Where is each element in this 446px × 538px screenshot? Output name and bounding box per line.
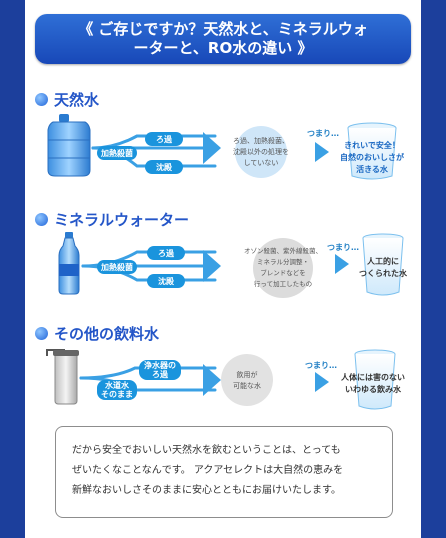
result-label: つまり… [327,243,359,252]
plastic-bottle-icon [58,232,80,295]
process-description: 飲用が 可能な水 [221,370,273,392]
tag-line: 水道水 [105,381,129,390]
section-title: その他の飲料水 [54,324,160,343]
result-line: いわゆる飲み水 [345,385,401,394]
process-line: ブレンドなどを [260,269,306,277]
result-text: 人体には害のない いわゆる飲み水 [331,372,415,396]
tag-line: そのまま [101,390,133,399]
tag-purifier-filtration: 浄水器の ろ過 [139,360,181,380]
result-line: 活きる水 [356,165,388,174]
result-line: 人体には害のない [341,373,405,382]
summary-note: だから安全でおいしい天然水を飲むということは、とっても ぜいたくなことなんです。… [55,426,393,518]
tag-heat-sterilization: 加熱殺菌 [97,260,137,274]
water-glass-icon [354,349,396,410]
big-arrow-head-icon [203,250,221,282]
content-panel: 《 ご存じですか？天然水と、ミネラルウォ ーターと、RO水の違い 》 [25,0,421,538]
process-description: ろ過、加熱殺菌、 沈殿以外の処理を していない [225,136,297,169]
process-line: 飲用が [236,371,258,379]
title-banner: 《 ご存じですか？天然水と、ミネラルウォ ーターと、RO水の違い 》 [35,14,411,64]
tag-tap-water: 水道水 そのまま [97,380,137,400]
water-jug-icon [47,114,91,177]
water-glass-icon [362,233,404,296]
tag-line: 浄水器の [144,361,176,370]
bullet-icon [35,212,48,226]
section-title: 天然水 [54,90,100,109]
section-natural-water: 天然水 ろ過 加熱殺菌 沈殿 ろ過、加熱殺菌、 沈殿以外の処理を していない つ… [25,88,421,188]
section-other-drinking-water: その他の飲料水 浄水器の ろ過 水道水 そのまま 飲用が 可能な水 つまり… 人… [25,322,421,422]
process-circle-icon [221,354,273,406]
bullet-icon [35,92,48,106]
tag-heat-sterilization: 加熱殺菌 [97,146,137,160]
process-line: 沈殿以外の処理を [233,148,289,156]
result-arrow-icon [335,254,349,274]
big-arrow-head-icon [203,364,221,396]
result-label: つまり… [307,129,339,138]
other-water-diagram [46,349,396,410]
bullet-icon [35,326,48,340]
tag-filtration: ろ過 [147,246,185,260]
note-line: だから安全でおいしい天然水を飲むということは、とっても [72,445,341,456]
process-circle-icon [253,238,313,298]
note-line: 新鮮なおいしさそのままに安心とともにお届けいたします。 [72,485,341,496]
process-line: ミネラル分調整・ [257,258,309,266]
process-description: オゾン殺菌、紫外線殺菌、 ミネラル分調整・ ブレンドなどを 行って加工したもの [237,246,329,290]
result-arrow-icon [315,142,329,162]
big-arrow-head-icon [203,132,221,164]
result-line: 人工的に [367,257,399,266]
section-heading: その他の飲料水 [35,322,159,344]
section-mineral-water: ミネラルウォーター ろ過 加熱殺菌 沈殿 オゾン殺菌、紫外線殺菌、 ミネラル分調… [25,208,421,308]
tag-filtration: ろ過 [145,132,183,146]
section-heading: 天然水 [35,88,99,110]
banner-title: 《 ご存じですか？天然水と、ミネラルウォ ーターと、RO水の違い 》 [35,14,411,58]
section-heading: ミネラルウォーター [35,208,189,230]
section-title: ミネラルウォーター [54,210,190,229]
result-text: 人工的に つくられた水 [345,256,421,280]
water-filter-icon [46,349,79,405]
result-line: つくられた水 [359,269,407,278]
note-line: ぜいたくなことなんです。 アクアセレクトは大自然の恵みを [72,465,344,476]
result-line: きれいで安全！ [344,141,400,150]
tag-line: ろ過 [152,370,168,379]
natural-water-diagram [47,114,397,180]
result-line: 自然のおいしさが [340,153,404,162]
tag-sedimentation: 沈殿 [145,160,183,174]
banner-title-line-1: 《 ご存じですか？天然水と、ミネラルウォ [78,20,368,38]
result-label: つまり… [305,361,337,370]
process-line: していない [243,159,279,167]
process-line: 可能な水 [233,382,261,390]
process-line: オゾン殺菌、紫外線殺菌、 [244,247,322,255]
process-circle-icon [235,126,287,178]
banner-title-line-2: ーターと、RO水の違い 》 [133,39,313,57]
process-line: 行って加工したもの [253,280,313,288]
tag-sedimentation: 沈殿 [147,274,185,288]
process-line: ろ過、加熱殺菌、 [233,137,289,145]
result-text: きれいで安全！ 自然のおいしさが 活きる水 [338,140,406,176]
result-arrow-icon [315,372,329,392]
water-glass-icon [347,122,397,180]
